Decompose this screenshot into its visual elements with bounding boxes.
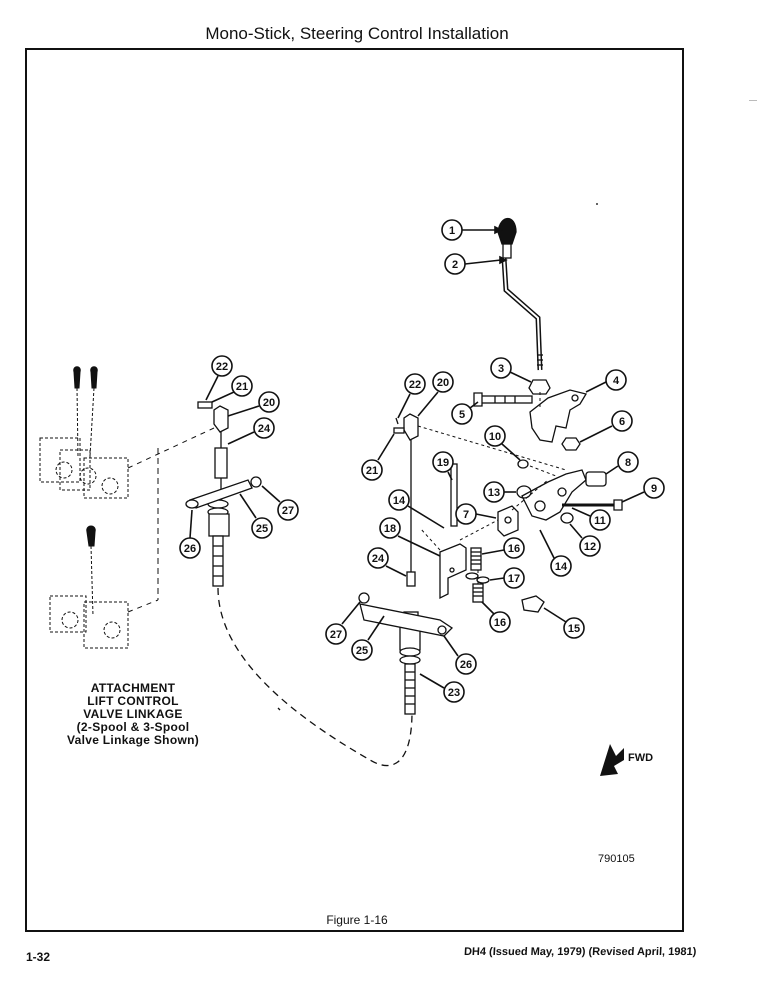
left-cable [207, 447, 230, 587]
figure-caption: Figure 1-16 [326, 913, 388, 927]
svg-text:25: 25 [356, 645, 368, 657]
figure-frame [25, 48, 684, 932]
svg-text:22: 22 [216, 361, 228, 373]
svg-text:1: 1 [449, 225, 455, 237]
callout-18: 18 [379, 517, 441, 557]
svg-text:26: 26 [460, 659, 472, 671]
svg-text:7: 7 [463, 509, 469, 521]
svg-text:18: 18 [384, 523, 396, 535]
svg-text:3: 3 [498, 363, 504, 375]
callout-14b: 14 [539, 529, 572, 577]
callout-16b: 16 [481, 601, 511, 633]
scan-edge-mark [749, 100, 757, 101]
callout-20a: 20 [417, 371, 454, 417]
callout-9: 9 [621, 477, 665, 503]
svg-text:4: 4 [613, 375, 620, 387]
svg-text:22: 22 [409, 379, 421, 391]
svg-text:19: 19 [437, 457, 449, 469]
callout-11: 11 [571, 507, 611, 531]
callout-2: 2 [444, 253, 508, 275]
callout-27a: 27 [261, 485, 299, 521]
callout-22b: 22 [205, 355, 233, 401]
svg-text:11: 11 [594, 515, 606, 527]
callout-16a: 16 [481, 537, 525, 559]
attachment-label-line: LIFT CONTROL [87, 694, 179, 708]
attachment-label-line: (2-Spool & 3-Spool [76, 720, 190, 734]
page-title: Mono-Stick, Steering Control Installatio… [205, 24, 509, 43]
callout-24b: 24 [367, 547, 407, 577]
valve-handles-upper [73, 366, 98, 457]
callout-20b: 20 [227, 391, 280, 417]
svg-text:20: 20 [437, 377, 449, 389]
forward-arrow-icon [600, 744, 624, 776]
page-number: 1-32 [26, 950, 51, 964]
callout-23: 23 [419, 673, 465, 703]
spring-upper [470, 547, 482, 571]
svg-text:23: 23 [448, 687, 460, 699]
callout-25b: 25 [351, 615, 385, 661]
callout-10: 10 [484, 425, 521, 461]
svg-text:24: 24 [258, 423, 271, 435]
callout-3: 3 [490, 357, 532, 383]
svg-text:26: 26 [184, 543, 196, 555]
svg-text:14: 14 [393, 495, 406, 507]
control-knob [497, 217, 517, 259]
callout-27b: 27 [325, 601, 361, 645]
svg-text:21: 21 [366, 465, 378, 477]
svg-text:6: 6 [619, 416, 625, 428]
callout-7: 7 [455, 503, 497, 525]
callout-14a: 14 [388, 489, 445, 529]
valve-handle-lower [86, 525, 96, 617]
svg-text:20: 20 [263, 397, 275, 409]
svg-text:15: 15 [568, 623, 580, 635]
callout-5: 5 [451, 401, 479, 425]
svg-text:16: 16 [508, 543, 520, 555]
svg-text:12: 12 [584, 541, 596, 553]
svg-text:2: 2 [452, 259, 458, 271]
svg-text:25: 25 [256, 523, 268, 535]
control-lever [501, 257, 543, 371]
callout-6: 6 [579, 410, 633, 443]
svg-text:24: 24 [372, 553, 385, 565]
lift-control-valve-upper [39, 437, 129, 499]
attachment-label-line: VALVE LINKAGE [83, 707, 183, 721]
svg-text:21: 21 [236, 381, 248, 393]
callout-15: 15 [543, 607, 585, 639]
forward-label: FWD [628, 752, 654, 764]
svg-text:27: 27 [282, 505, 294, 517]
callout-21a: 21 [361, 433, 395, 481]
callout-19: 19 [432, 451, 454, 481]
svg-text:27: 27 [330, 629, 342, 641]
document-reference: DH4 (Issued May, 1979) (Revised April, 1… [463, 946, 697, 958]
callout-8: 8 [605, 451, 639, 475]
attachment-label-line: ATTACHMENT [90, 681, 176, 695]
callout-21b: 21 [211, 375, 253, 403]
lift-control-valve-lower [49, 595, 129, 649]
attachment-linkage-label: ATTACHMENT LIFT CONTROL VALVE LINKAGE (2… [58, 682, 208, 747]
callout-4: 4 [585, 369, 627, 393]
attachment-label-line: Valve Linkage Shown) [66, 733, 200, 747]
callout-25a: 25 [239, 493, 273, 539]
spring-lower [472, 583, 484, 603]
callout-26a: 26 [179, 509, 201, 559]
callout-26b: 26 [443, 635, 477, 675]
svg-text:9: 9 [651, 483, 657, 495]
svg-text:13: 13 [488, 487, 500, 499]
callout-13: 13 [483, 481, 516, 503]
callout-12: 12 [569, 523, 601, 557]
figure-number: 790105 [598, 853, 635, 865]
callout-17: 17 [489, 567, 525, 589]
callout-22a: 22 [397, 373, 426, 419]
svg-text:5: 5 [459, 409, 465, 421]
svg-text:17: 17 [508, 573, 520, 585]
svg-text:10: 10 [489, 431, 501, 443]
callout-24a: 24 [227, 417, 275, 445]
svg-text:16: 16 [494, 617, 506, 629]
svg-text:14: 14 [555, 561, 568, 573]
svg-text:8: 8 [625, 457, 631, 469]
callout-1: 1 [441, 219, 503, 241]
